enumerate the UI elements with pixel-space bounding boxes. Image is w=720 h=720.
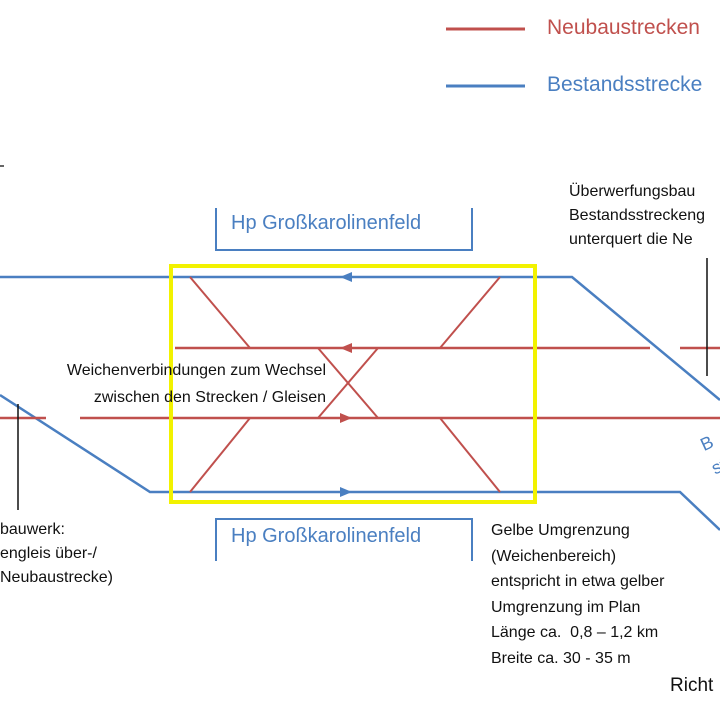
crossover-left-bottom bbox=[189, 417, 251, 493]
crossover-center-b bbox=[317, 347, 379, 419]
station-bracket-bottom bbox=[215, 517, 473, 561]
station-label-bottom: Hp Großkarolinenfeld bbox=[231, 525, 422, 547]
switch-area-boundary bbox=[169, 264, 537, 504]
legend-new-line-label: Neubaustrecken bbox=[547, 16, 700, 39]
switch-connections-note: Weichenverbindungen zum Wechsel zwischen… bbox=[66, 362, 326, 406]
existing-track-bottom bbox=[0, 393, 720, 531]
crossover-right-top bbox=[439, 276, 501, 349]
crossover-left-top bbox=[189, 276, 251, 349]
station-bracket-top bbox=[215, 208, 473, 251]
yellow-boundary-note: Gelbe Umgrenzung (Weichenbereich) entspr… bbox=[491, 522, 665, 667]
arrow-left-top bbox=[340, 272, 352, 282]
arrow-right-bottom bbox=[340, 487, 352, 497]
station-label-top: Hp Großkarolinenfeld bbox=[231, 212, 422, 234]
crossover-right-bottom bbox=[439, 417, 501, 493]
overpass-note-right: Überwerfungsbau Bestandsstreckeng unterq… bbox=[569, 183, 706, 248]
overpass-note-left: bauwerk: engleis über-/ Neubaustrecke) bbox=[0, 521, 113, 586]
arrow-right-red-lower bbox=[340, 413, 352, 423]
direction-label: Richt bbox=[670, 675, 714, 696]
legend-existing-line-label: Bestandsstrecke bbox=[547, 73, 703, 96]
arrow-left-red-upper bbox=[340, 343, 352, 353]
